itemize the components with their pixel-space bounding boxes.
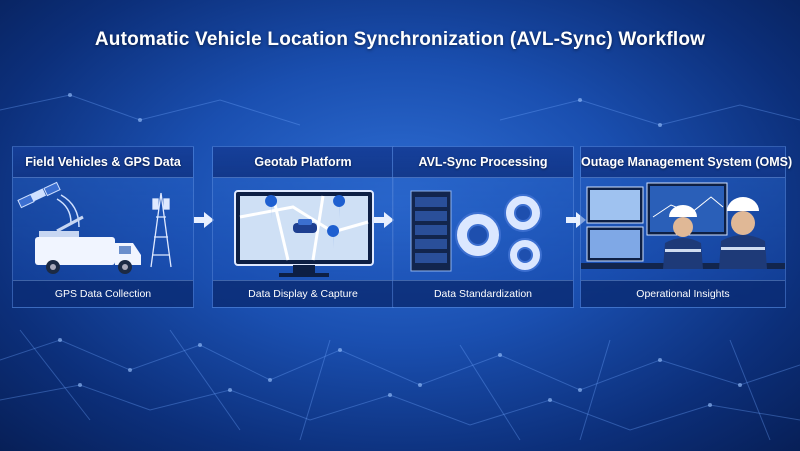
stage-field-vehicles: Field Vehicles & GPS Data GPS Data Colle… [12,146,194,308]
stage-oms: Outage Management System (OMS) Operation… [580,146,792,308]
stage-oms-art [581,182,785,269]
stage-heading: Geotab Platform [213,147,393,178]
monitor-map-icon [234,190,374,277]
flow-arrow-icon [374,212,394,228]
stage-processing-art [410,190,542,272]
flow-arrow-icon [194,212,214,228]
utility-truck-icon [35,215,141,274]
engineer-hardhat-icon [663,197,767,269]
cell-tower-icon [150,192,172,268]
satellite-icon [17,181,80,228]
stage-caption: Data Display & Capture [213,280,393,307]
stage-caption: Operational Insights [581,280,785,307]
location-pin-icon [265,195,346,249]
stage-geotab-art [234,190,374,277]
stage-caption: GPS Data Collection [13,280,193,307]
stage-heading: Field Vehicles & GPS Data [13,147,193,178]
stage-heading: AVL-Sync Processing [393,147,573,178]
stage-caption: Data Standardization [393,280,573,307]
stage-heading: Outage Management System (OMS) [581,147,792,178]
server-rack-icon [410,190,452,272]
gear-icon [455,194,542,272]
stage-field-vehicles-art [17,181,172,274]
page-title: Automatic Vehicle Location Synchronizati… [94,29,706,50]
stage-avl-sync-processing: AVL-Sync Processing Data Standardization [392,146,574,308]
car-icon [293,219,317,233]
stage-geotab-platform: Geotab Platform Data Display & Capture [212,146,394,308]
